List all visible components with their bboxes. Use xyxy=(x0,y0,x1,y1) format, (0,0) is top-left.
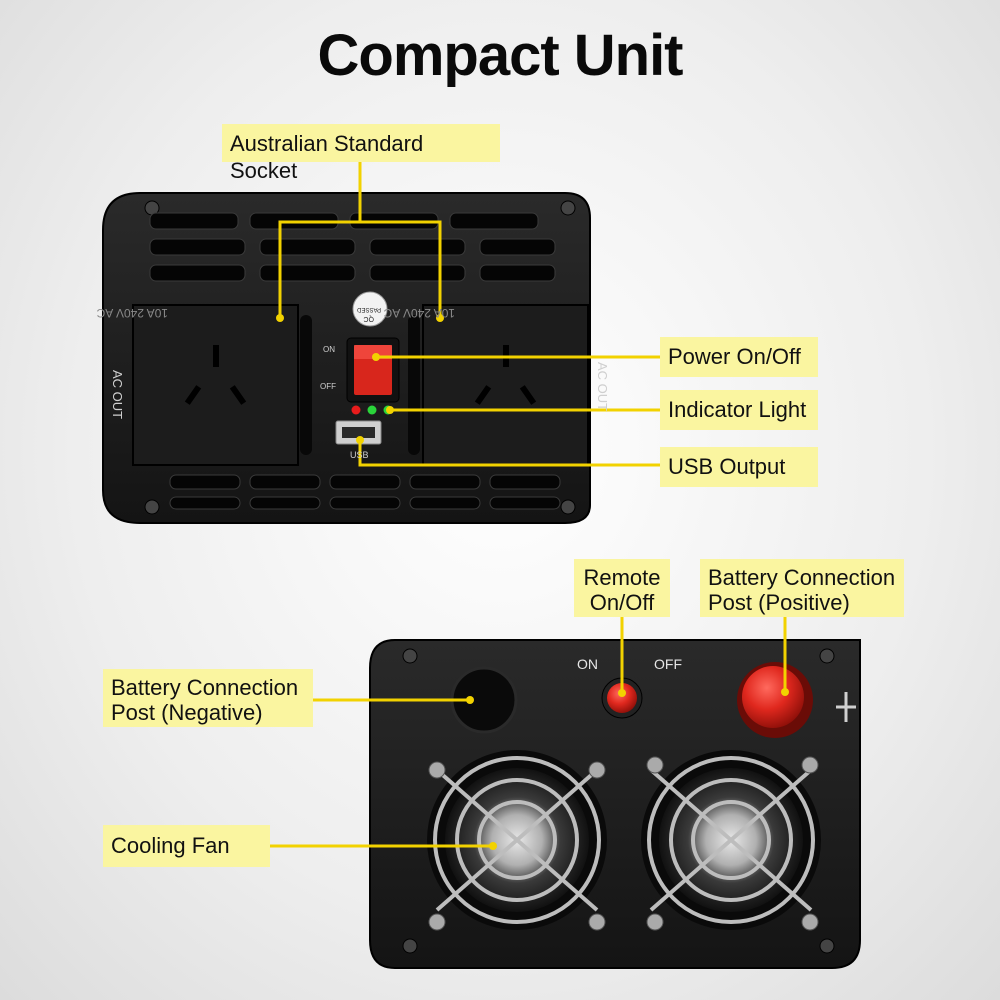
qc-sticker-line1: QC xyxy=(364,315,375,322)
cooling-fan-right xyxy=(641,750,821,931)
switch-off-text: OFF xyxy=(320,382,336,391)
label-positive-line1: Battery Connection xyxy=(708,565,896,590)
remote-on-text: ON xyxy=(577,656,598,672)
label-battery-positive: Battery Connection Post (Positive) xyxy=(700,559,904,617)
label-remote-line2: On/Off xyxy=(589,590,655,615)
cooling-fan-left xyxy=(427,750,607,931)
remote-off-text: OFF xyxy=(654,656,682,672)
page-title: Compact Unit xyxy=(317,23,684,88)
ac-out-right-text: AC OUT xyxy=(595,362,610,411)
label-remote-line1: Remote xyxy=(583,565,661,590)
leader-lines xyxy=(270,160,787,848)
ac-out-left-text: AC OUT xyxy=(110,370,125,419)
socket-rating-right: 10A 240V AC xyxy=(383,306,455,320)
socket-rating-left: 10A 240V AC xyxy=(96,306,168,320)
label-australian-socket: Australian Standard Socket xyxy=(222,124,500,183)
label-power-onoff: Power On/Off xyxy=(660,337,818,377)
label-usb-output: USB Output xyxy=(660,447,818,487)
label-positive-line2: Post (Positive) xyxy=(708,590,850,615)
qc-sticker-line2: PASSED xyxy=(356,306,381,312)
label-negative-line1: Battery Connection xyxy=(111,675,299,700)
label-indicator-light: Indicator Light xyxy=(660,390,818,430)
label-negative-line2: Post (Negative) xyxy=(111,700,263,725)
label-cooling-fan: Cooling Fan xyxy=(103,825,270,867)
label-battery-negative: Battery Connection Post (Negative) xyxy=(103,669,313,727)
label-remote-onoff: Remote On/Off xyxy=(574,559,670,617)
switch-on-text: ON xyxy=(323,345,335,354)
usb-text: USB xyxy=(350,450,369,460)
front-panel xyxy=(102,192,591,524)
rear-panel xyxy=(369,639,861,969)
